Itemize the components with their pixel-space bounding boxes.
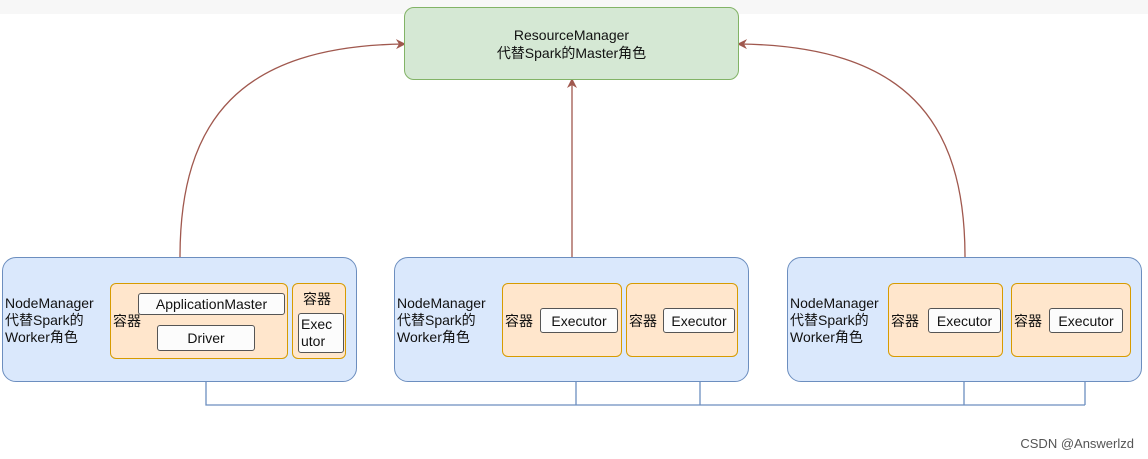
application-master-box: ApplicationMaster [138, 293, 285, 315]
container-executor-2b: 容器 Executor [626, 283, 738, 357]
executor-box: Executor [928, 308, 1001, 333]
container-executor-3a: 容器 Executor [888, 283, 1003, 357]
watermark-text: CSDN @Answerlzd [1020, 436, 1134, 451]
node-manager-2-role-line1: 代替Spark的 [397, 312, 476, 328]
node-manager-1-role-line1: 代替Spark的 [5, 312, 84, 328]
executor-box: Executor [663, 308, 735, 333]
container-label: 容器 [505, 313, 533, 329]
node-manager-3: NodeManager 代替Spark的 Worker角色 容器 Executo… [787, 257, 1142, 382]
executor-text-line1: Exec [301, 316, 333, 332]
node-manager-3-title: NodeManager [790, 295, 879, 311]
driver-box: Driver [157, 325, 255, 351]
container-label: 容器 [629, 313, 657, 329]
node-manager-2-role-line2: Worker角色 [397, 329, 470, 345]
executor-box: Executor [1049, 308, 1123, 333]
executor-box: Executor [540, 308, 618, 333]
resource-manager-role: 代替Spark的Master角色 [496, 44, 647, 61]
node-manager-3-role-line1: 代替Spark的 [790, 312, 869, 328]
node-manager-2-label: NodeManager 代替Spark的 Worker角色 [397, 295, 486, 346]
container-executor-3b: 容器 Executor [1011, 283, 1131, 357]
executor-box: Exec utor [298, 313, 344, 353]
resource-manager-title: ResourceManager [513, 26, 630, 43]
container-label: 容器 [891, 313, 919, 329]
container-am: 容器 ApplicationMaster Driver [110, 283, 288, 359]
node-manager-1-label: NodeManager 代替Spark的 Worker角色 [5, 295, 94, 346]
resource-manager-node: ResourceManager 代替Spark的Master角色 [404, 7, 739, 80]
node-manager-2-title: NodeManager [397, 295, 486, 311]
container-executor-1: 容器 Exec utor [292, 283, 346, 359]
container-label: 容器 [113, 313, 141, 329]
node-manager-2: NodeManager 代替Spark的 Worker角色 容器 Executo… [394, 257, 749, 382]
register-arrow-left [179, 39, 406, 258]
node-manager-1-role-line2: Worker角色 [5, 329, 78, 345]
node-manager-3-role-line2: Worker角色 [790, 329, 863, 345]
register-arrow-right [737, 39, 966, 258]
node-manager-3-label: NodeManager 代替Spark的 Worker角色 [790, 295, 879, 346]
container-label: 容器 [1014, 313, 1042, 329]
container-label: 容器 [303, 291, 331, 307]
node-manager-1-title: NodeManager [5, 295, 94, 311]
executor-text-line2: utor [301, 333, 326, 349]
container-executor-2a: 容器 Executor [502, 283, 622, 357]
node-manager-1: NodeManager 代替Spark的 Worker角色 容器 Applica… [2, 257, 357, 382]
